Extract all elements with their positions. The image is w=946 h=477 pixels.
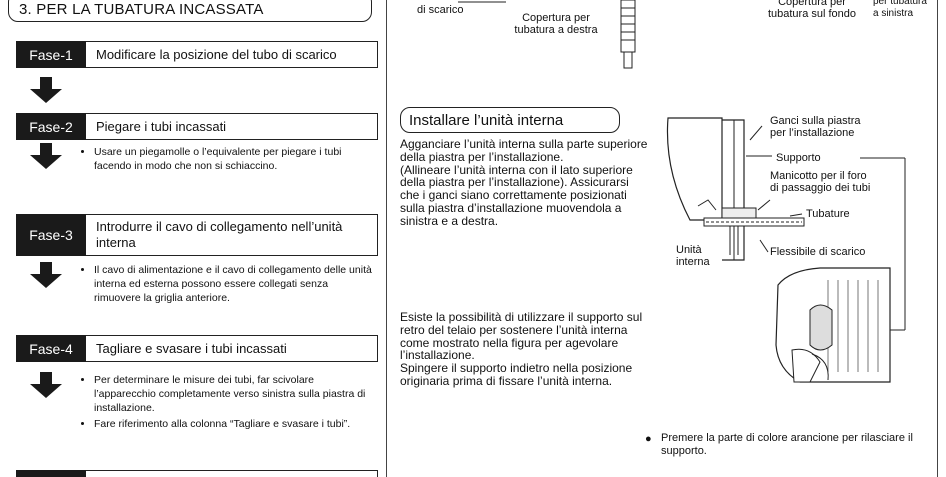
step-text: Introdurre il cavo di collegamento nell’… xyxy=(86,214,378,256)
label-manicotto: Manicotto per il foro di passaggio dei t… xyxy=(770,170,871,194)
column-divider xyxy=(386,0,387,477)
down-arrow-icon xyxy=(30,262,62,288)
note-item: Fare riferimento alla colonna “Tagliare … xyxy=(94,417,372,431)
step-tag: Fase-3 xyxy=(16,214,86,256)
step-text: Tagliare e svasare i tubi incassati xyxy=(86,335,378,362)
step-4-notes: Per determinare le misure dei tubi, far … xyxy=(82,373,372,433)
down-arrow-icon xyxy=(30,143,62,169)
step-tag: Fase-2 xyxy=(16,113,86,140)
step-3: Fase-3 Introdurre il cavo di collegament… xyxy=(16,214,378,256)
step-tag: Fase-4 xyxy=(16,335,86,362)
note-item: Usare un piegamolle o l’equivalente per … xyxy=(94,145,372,173)
next-step-box-partial xyxy=(86,470,378,477)
note-item: Il cavo di alimentazione e il cavo di co… xyxy=(94,263,372,305)
step-text: Modificare la posizione del tubo di scar… xyxy=(86,41,378,68)
label-scarico: di scarico xyxy=(417,4,464,16)
paragraph: (Allineare l’unità interna con il lato s… xyxy=(400,162,633,228)
step-tag: Fase-1 xyxy=(16,41,86,68)
step-text: Piegare i tubi incassati xyxy=(86,113,378,140)
column-divider-right xyxy=(937,0,938,477)
step-3-notes: Il cavo di alimentazione e il cavo di co… xyxy=(82,263,372,307)
paragraph: Agganciare l’unità interna sulla parte s… xyxy=(400,137,648,164)
step-4: Fase-4 Tagliare e svasare i tubi incassa… xyxy=(16,335,378,362)
install-title: Installare l’unità interna xyxy=(400,107,620,133)
install-body-2: Esiste la possibilità di utilizzare il s… xyxy=(400,311,650,388)
label-supporto: Supporto xyxy=(776,152,821,164)
note-item: Per determinare le misure dei tubi, far … xyxy=(94,373,372,415)
paragraph: Esiste la possibilità di utilizzare il s… xyxy=(400,310,643,363)
next-step-tag-partial xyxy=(16,470,86,477)
pipe-cover-illustration xyxy=(458,0,636,69)
label-left-cover: per tubatura a sinistra xyxy=(873,0,927,19)
label-flessibile: Flessibile di scarico xyxy=(770,246,866,258)
step-2-notes: Usare un piegamolle o l’equivalente per … xyxy=(82,145,372,175)
step-1: Fase-1 Modificare la posizione del tubo … xyxy=(16,41,378,68)
down-arrow-icon xyxy=(30,77,62,103)
label-tubature: Tubature xyxy=(806,208,850,220)
install-body-1: Agganciare l’unità interna sulla parte s… xyxy=(400,138,650,228)
label-right-cover: Copertura per tubatura a destra xyxy=(514,12,598,36)
bullet-icon: ● xyxy=(645,433,652,445)
bullet-text: Premere la parte di colore arancione per… xyxy=(661,432,913,457)
label-unita: Unità interna xyxy=(676,244,710,268)
paragraph: Spingere il supporto indietro nella posi… xyxy=(400,361,633,388)
bullet-note: ● Premere la parte di colore arancione p… xyxy=(645,432,945,458)
section-title: 3. PER LA TUBATURA INCASSATA xyxy=(8,0,372,22)
indoor-unit-illustration xyxy=(666,117,906,383)
step-2: Fase-2 Piegare i tubi incassati xyxy=(16,113,378,140)
label-ganci: Ganci sulla piastra per l’installazione xyxy=(770,115,861,139)
down-arrow-icon xyxy=(30,372,62,398)
label-bottom-cover: Copertura per tubatura sul fondo xyxy=(767,0,857,20)
